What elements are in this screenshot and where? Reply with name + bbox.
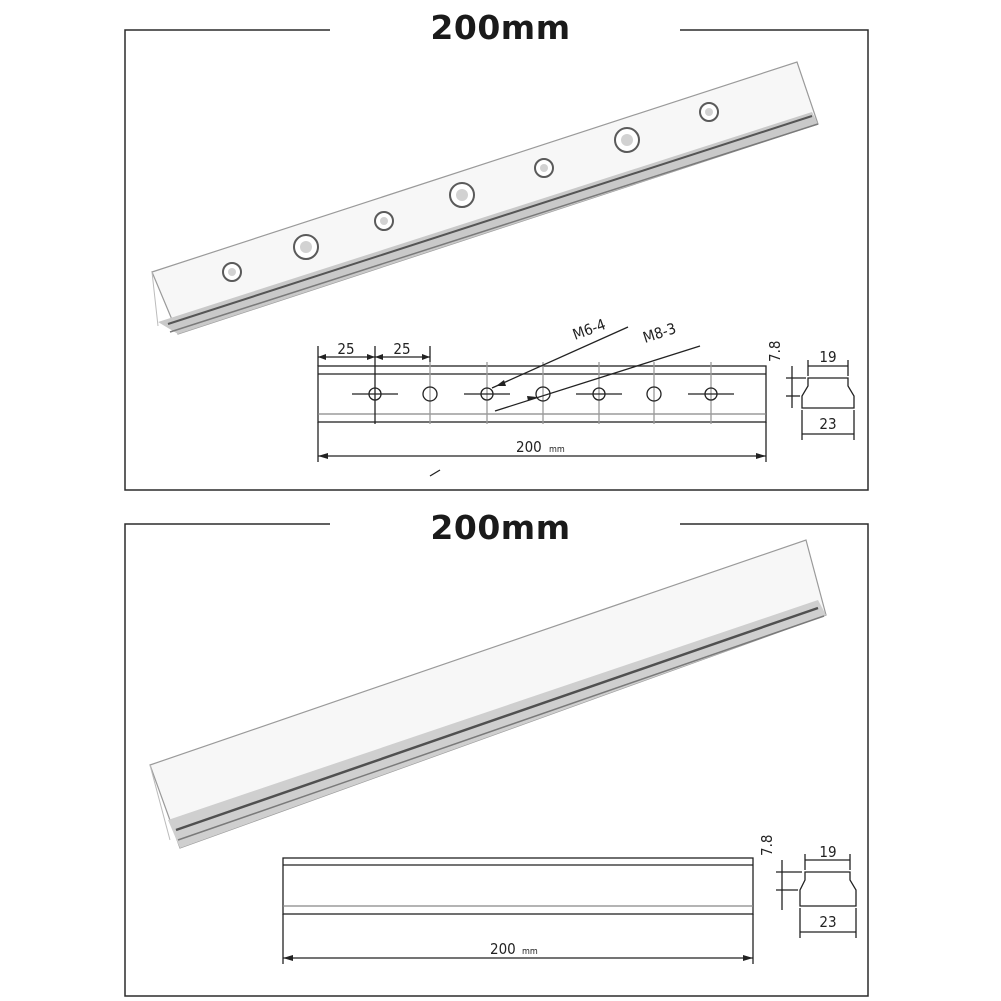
height-label: 7.8 (758, 835, 776, 856)
front-view-drawing (282, 854, 857, 964)
top-panel: 25 25 M6-4 M8-3 200 mm 7.8 19 23 200mm (0, 0, 1001, 500)
length-label: 200 (490, 940, 516, 958)
panel-frame-line (124, 29, 869, 491)
length-label: 200 (516, 438, 542, 456)
bottom-panel-frame: 200 mm 7.8 19 23 (124, 523, 869, 997)
plain-rail-photo (149, 539, 827, 849)
height-label: 7.8 (766, 341, 784, 362)
length-unit-label: mm (522, 947, 538, 957)
spacing-a-label: 25 (337, 340, 354, 358)
panel-frame-line (124, 523, 869, 997)
top-panel-frame: 25 25 M6-4 M8-3 200 mm 7.8 19 23 (124, 29, 869, 491)
m6-callout-label: M6-4 (570, 315, 608, 343)
front-view-drawing (317, 326, 855, 477)
panel-title: 200mm (430, 508, 571, 547)
top-width-label: 19 (819, 348, 836, 366)
bottom-panel: 200 mm 7.8 19 23 200mm (0, 500, 1001, 1001)
panel-title: 200mm (430, 8, 571, 47)
m8-callout-label: M8-3 (641, 319, 679, 347)
dimension-arrows (283, 955, 753, 961)
bottom-width-label: 23 (819, 913, 836, 931)
spacing-b-label: 25 (393, 340, 410, 358)
rail-with-holes-photo (151, 61, 819, 335)
top-width-label: 19 (819, 843, 836, 861)
bottom-width-label: 23 (819, 415, 836, 433)
length-unit-label: mm (549, 445, 565, 455)
dimension-arrows (318, 354, 766, 459)
